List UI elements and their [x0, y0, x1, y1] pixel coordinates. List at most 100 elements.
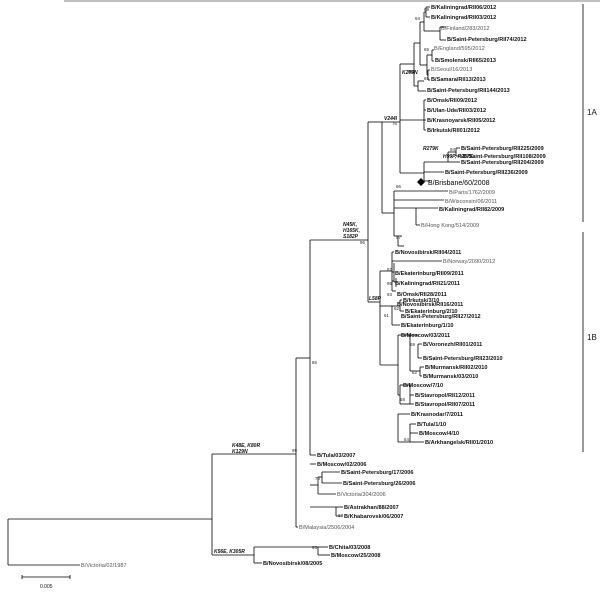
- bootstrap-value: 69: [410, 342, 415, 347]
- taxon-label: B/Saint-Petersburg/RII108/2009: [463, 154, 546, 160]
- taxon-label: B/Kaliningrad/RII06/2012: [431, 5, 496, 11]
- taxon-label: B/Murmansk/RII02/2010: [425, 365, 488, 371]
- taxon-label: B/Samara/RII13/2013: [431, 77, 486, 83]
- bootstrap-value: 93: [312, 545, 317, 550]
- taxon-label: B/Saint-Petersburg/RII27/2012: [401, 314, 481, 320]
- mutation-label: R279K: [423, 146, 439, 152]
- taxon-label: B/Saint-Petersburg/17/2006: [341, 470, 413, 476]
- taxon-label: B/Voronezh/RII01/2011: [423, 342, 482, 348]
- taxon-label: B/Seoul/16/2013: [431, 67, 472, 73]
- taxon-label: B/Victoria/02/1987: [81, 563, 127, 569]
- taxon-label: B/Hong Kong/514/2009: [421, 223, 479, 229]
- taxon-label: B/Saint-Petersburg/RII225/2009: [461, 146, 544, 152]
- taxon-label: B/Moscow/7/10: [403, 383, 443, 389]
- taxon-label: B/Arkhangelsk/RII01/2010: [425, 440, 493, 446]
- mutation-label: H99P, R287K: [443, 154, 474, 160]
- taxon-label: B/England/595/2012: [434, 46, 485, 52]
- taxon-label: B/Saint-Petersburg/RII144/2013: [427, 88, 510, 94]
- bootstrap-value: 70: [315, 476, 320, 481]
- bootstrap-value: 62: [412, 370, 417, 375]
- bootstrap-value: 64: [404, 437, 409, 442]
- taxon-label: B/Krasnodar/7/2011: [411, 412, 463, 418]
- taxon-label: B/Victoria/304/2006: [337, 492, 386, 498]
- taxon-label: B/Astrakhan/88/2007: [344, 505, 399, 511]
- taxon-label: B/Irkutsk/3/10: [403, 298, 439, 304]
- taxon-label: B/Murmansk/03/2010: [423, 374, 478, 380]
- taxon-label: B/Novosibirsk/RII04/2011: [395, 250, 461, 256]
- bootstrap-value: 96: [360, 240, 365, 245]
- taxon-label: B/Kaliningrad/RII82/2009: [439, 207, 504, 213]
- taxon-label: B/Ekaterinburg/2/10: [405, 309, 458, 315]
- taxon-label: B/Saint-Petersburg/RII23/2010: [423, 356, 503, 362]
- reference-strain-label: B/Brisbane/60/2008: [428, 180, 490, 187]
- bootstrap-value: 86: [312, 360, 317, 365]
- taxon-label: B/Ekaterinburg/1/10: [401, 323, 454, 329]
- taxon-label: B/Moscow/4/10: [419, 431, 459, 437]
- taxon-label: B/Norway/2090/2012: [443, 259, 495, 265]
- bootstrap-value: 67: [387, 267, 392, 272]
- taxon-label: B/Omsk/RII28/2011: [397, 292, 447, 298]
- bootstrap-value: 65: [424, 47, 429, 52]
- taxon-label: B/Moscow/25/2008: [331, 553, 380, 559]
- bootstrap-value: 95: [408, 69, 413, 74]
- taxon-label: B/Ulan-Ude/RII03/2012: [427, 108, 486, 114]
- taxon-labels: B/Kaliningrad/RII06/2012 B/Kaliningrad/R…: [81, 5, 546, 569]
- mutation-label-line-3: S182P: [343, 234, 359, 240]
- tree-branches: [7, 6, 462, 566]
- taxon-label: B/Chita/03/2008: [329, 545, 370, 551]
- bootstrap-value: 67: [338, 513, 343, 518]
- taxon-label: B/Ekaterinburg/RII09/2011: [395, 271, 464, 277]
- scale-bar-label: 0.005: [40, 584, 53, 590]
- taxon-label: B/Saint-Petersburg/RII204/2009: [461, 160, 544, 166]
- bootstrap-value: 93: [387, 292, 392, 297]
- bootstrap-value: 64: [415, 16, 420, 21]
- mutation-labels: K209N V244I R279K H99P, R287K N45K, H165…: [214, 70, 474, 555]
- taxon-label: B/Wisconsin/06/2011: [445, 199, 497, 205]
- mutation-label: K209N: [402, 70, 418, 76]
- bootstrap-value: 66: [396, 184, 401, 189]
- bootstrap-value: 99: [292, 448, 297, 453]
- mutation-label-line-2: K129N: [232, 449, 248, 455]
- taxon-label: B/Smolensk/RII65/2013: [435, 58, 496, 64]
- taxon-label: B/Irkutsk/RII01/2012: [427, 128, 480, 134]
- taxon-label: B/Finland/283/2012: [441, 26, 490, 32]
- bootstrap-value: 68: [400, 397, 405, 402]
- bootstrap-values: 69 64 65 95 65 76 94 66 57 96 67 95 93 6…: [292, 7, 455, 550]
- taxon-label: B/Moscow/03/2011: [401, 333, 450, 339]
- taxon-label: B/Saint-Petersburg/26/2006: [343, 481, 415, 487]
- taxon-label: B/Paris/1762/2009: [449, 190, 495, 196]
- taxon-label: B/Khabarovsk/06/2007: [344, 514, 403, 520]
- taxon-label: B/Kaliningrad/RII03/2012: [431, 15, 496, 21]
- taxon-label: B/Saint-Petersburg/RII74/2012: [447, 37, 527, 43]
- clade-label-1a: 1A: [587, 108, 597, 117]
- taxon-label: B/Malaysia/2506/2004: [299, 525, 354, 531]
- mutation-label: V244I: [384, 116, 398, 122]
- bootstrap-value: 95: [387, 281, 392, 286]
- mutation-label-line-2: H165K,: [343, 228, 360, 234]
- taxon-label: B/Stavropol/RII07/2011: [415, 402, 475, 408]
- taxon-label: B/Novosibirsk/08/2005: [263, 561, 322, 567]
- mutation-label: K56E, K305R: [214, 549, 245, 555]
- taxon-label: B/Tula/03/2007: [317, 453, 355, 459]
- taxon-label: B/Kaliningrad/RII21/2011: [395, 281, 460, 287]
- taxon-label: B/Krasnoyarsk/RII05/2012: [427, 118, 495, 124]
- reference-strain-diamond-icon: [417, 178, 425, 186]
- taxon-label: B/Moscow/02/2006: [317, 462, 366, 468]
- bootstrap-value: 61: [384, 313, 389, 318]
- taxon-label: B/Saint-Petersburg/RII236/2009: [445, 170, 528, 176]
- bootstrap-value: 57: [396, 235, 401, 240]
- mutation-label: L58P: [369, 296, 382, 302]
- bootstrap-value: 76: [392, 121, 397, 126]
- bootstrap-value: 94: [450, 147, 455, 152]
- bootstrap-value: 69: [424, 7, 429, 12]
- mutation-label-line-1: K48E, K80R: [232, 443, 260, 449]
- taxon-label: B/Novosibirsk/RII16/2011: [397, 302, 463, 308]
- taxon-label: B/Tula/1/10: [417, 422, 446, 428]
- clade-label-1b: 1B: [587, 333, 597, 342]
- mutation-label-line-1: N45K,: [343, 222, 357, 228]
- bootstrap-value: 62: [394, 306, 399, 311]
- bootstrap-value: 65: [424, 76, 429, 81]
- taxon-label: B/Stavropol/RII12/2011: [415, 393, 475, 399]
- taxon-label: B/Omsk/RII09/2012: [427, 98, 477, 104]
